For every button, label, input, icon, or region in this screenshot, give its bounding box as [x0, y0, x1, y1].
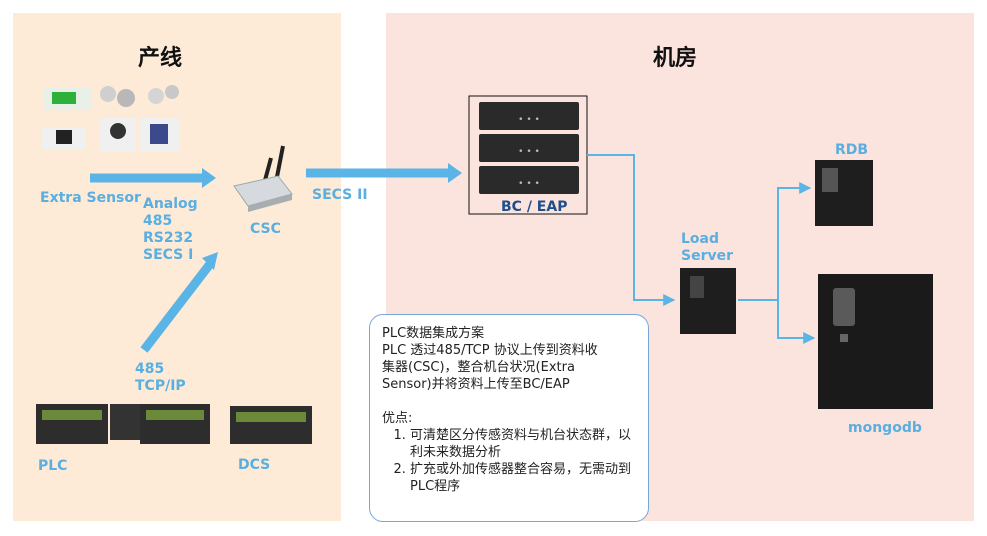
dcs-label: DCS — [238, 457, 271, 473]
note-line-3: Sensor)并将资料上传至BC/EAP — [382, 377, 570, 392]
arrow-load-to-mongodb — [777, 300, 816, 344]
sensor-devices-image — [42, 85, 180, 152]
load-server-tower — [680, 268, 736, 334]
rdb-server-tower — [815, 160, 873, 226]
arrow-plc-to-csc — [140, 261, 214, 353]
secs2-label: SECS II — [312, 187, 368, 203]
mongodb-server-tower — [818, 274, 933, 409]
note-line-1: PLC 透过485/TCP 协议上传到资料收 — [382, 343, 598, 358]
svg-text:• • •: • • • — [518, 115, 540, 125]
advantage-item: 可清楚区分传感资料与机台状态群，以利未来数据分析 — [410, 427, 636, 461]
extra-sensor-label: Extra Sensor — [40, 190, 141, 206]
dcs-module-image — [230, 406, 312, 444]
machine-room-title: 机房 — [653, 46, 698, 71]
mongodb-label: mongodb — [848, 420, 922, 436]
csc-label: CSC — [250, 221, 281, 237]
solution-note-box: PLC数据集成方案 PLC 透过485/TCP 协议上传到资料收 集器(CSC)… — [369, 314, 649, 522]
advantages-title: 优点: — [382, 411, 413, 426]
note-line-2: 集器(CSC)，整合机台状况(Extra — [382, 360, 575, 375]
note-title: PLC数据集成方案 — [382, 326, 485, 341]
arrow-bc-to-load-server — [587, 154, 676, 306]
advantage-item: 扩充或外加传感器整合容易，无需动到PLC程序 — [410, 461, 636, 495]
plc-modules-image — [36, 404, 210, 444]
advantages-list: 可清楚区分传感资料与机台状态群，以利未来数据分析 扩充或外加传感器整合容易，无需… — [382, 427, 636, 495]
svg-text:• • •: • • • — [518, 179, 540, 189]
csc-device-image — [233, 145, 293, 212]
bc-eap-label: BC / EAP — [501, 199, 568, 215]
rdb-label: RDB — [835, 142, 869, 158]
svg-text:• • •: • • • — [518, 147, 540, 157]
production-line-title: 产线 — [138, 46, 183, 71]
bc-eap-server-stack: • • • • • • • • • — [468, 95, 588, 215]
plc-label: PLC — [38, 458, 68, 474]
arrow-load-to-rdb — [738, 182, 812, 301]
